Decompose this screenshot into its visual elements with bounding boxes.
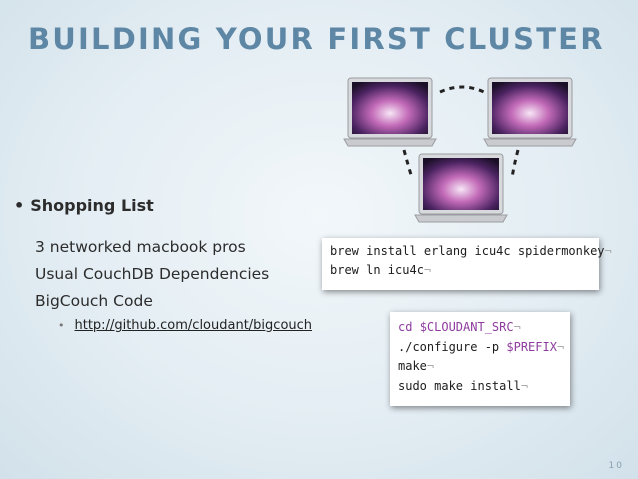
code-line: brew install erlang icu4c spidermonkey¬: [330, 244, 612, 258]
sub-bullet-marker: •: [58, 319, 65, 332]
bullet-marker: •: [14, 196, 25, 215]
list-item: Usual CouchDB Dependencies: [35, 265, 270, 283]
sub-bullet-link-row: • http://github.com/cloudant/bigcouch: [58, 318, 312, 333]
code-line: ./configure -p $PREFIX¬: [398, 339, 565, 354]
list-item: 3 networked macbook pros: [35, 238, 246, 256]
bigcouch-github-link[interactable]: http://github.com/cloudant/bigcouch: [74, 318, 313, 333]
bullet-shopping-list: • Shopping List: [14, 196, 154, 215]
code-block-build-steps: cd $CLOUDANT_SRC¬ ./configure -p $PREFIX…: [390, 312, 570, 406]
shopping-list-items: 3 networked macbook pros Usual CouchDB D…: [35, 234, 269, 315]
page-number: 10: [608, 461, 624, 471]
bullet-heading-text: Shopping List: [30, 196, 154, 215]
macbook-laptop-icon: [483, 77, 577, 147]
macbook-laptop-icon: [414, 153, 508, 223]
code-block-brew-install: brew install erlang icu4c spidermonkey¬ …: [322, 238, 612, 290]
code-line: brew ln icu4c¬: [330, 263, 432, 277]
code-line: sudo make install¬: [398, 378, 529, 393]
code-line: make¬: [398, 359, 435, 373]
macbook-laptop-icon: [343, 77, 437, 147]
list-item: BigCouch Code: [35, 292, 153, 310]
code-line: cd $CLOUDANT_SRC¬: [398, 320, 521, 334]
slide-title: BUILDING YOUR FIRST CLUSTER: [28, 22, 605, 56]
